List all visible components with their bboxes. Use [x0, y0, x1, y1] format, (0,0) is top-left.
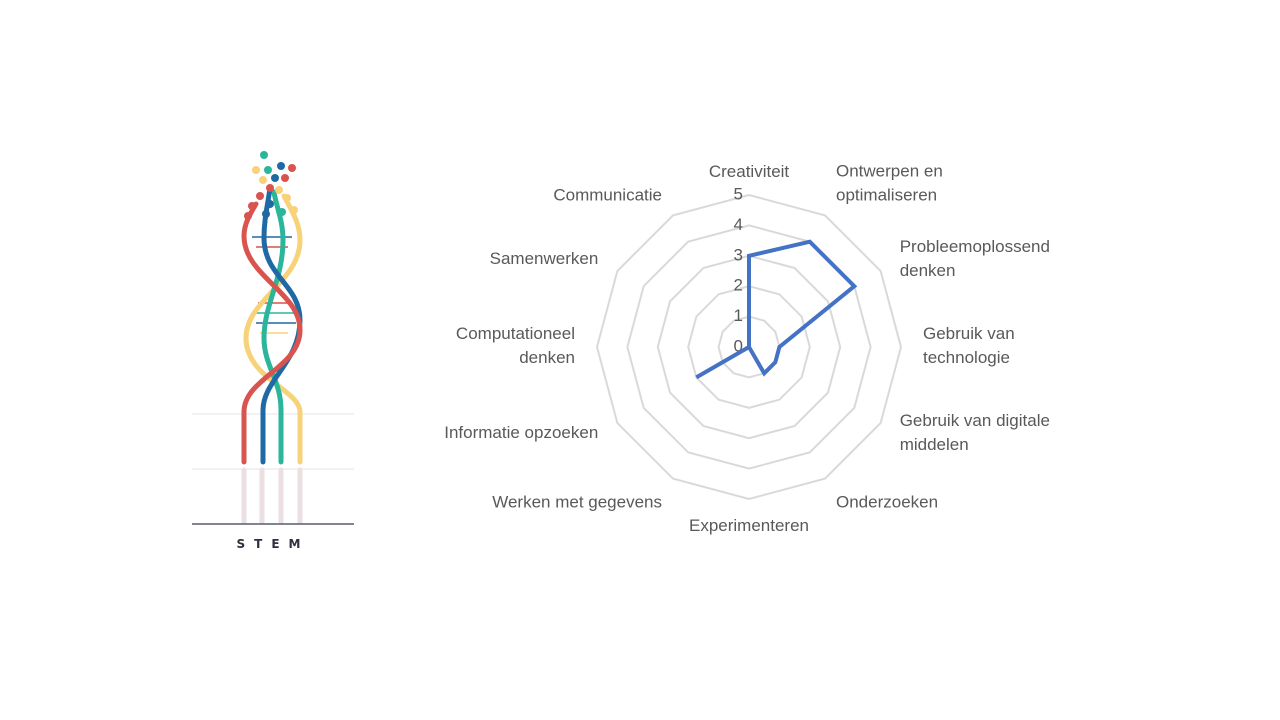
radar-series-line	[695, 239, 858, 380]
logo-dot	[264, 166, 272, 174]
logo-dot	[283, 194, 291, 202]
logo-dot	[275, 186, 283, 194]
logo-dot	[256, 192, 264, 200]
radar-grid-ring	[656, 254, 842, 440]
radar-category-label: Experimenteren	[689, 516, 809, 535]
logo-dot	[259, 176, 267, 184]
logo-helix	[192, 151, 354, 525]
radar-tick-label: 4	[734, 215, 743, 234]
radar-grid-ring	[717, 315, 781, 379]
logo-dot	[288, 164, 296, 172]
radar-category-label: Werken met gegevens	[492, 493, 662, 512]
radar-tick-label: 3	[734, 245, 743, 264]
radar-category-label: Creativiteit	[709, 162, 790, 181]
logo-dot	[252, 166, 260, 174]
radar-category-label: Informatie opzoeken	[444, 423, 598, 442]
stem-logo-label: STEM	[236, 537, 310, 551]
logo-dot	[260, 151, 268, 159]
radar-category-label: Onderzoeken	[836, 493, 938, 512]
logo-dot	[281, 174, 289, 182]
radar-ticks: 0 1 2 3 4 5	[734, 184, 743, 355]
logo-dot	[262, 210, 270, 218]
radar-category-label: Samenwerken	[490, 249, 599, 268]
logo-dot	[271, 174, 279, 182]
radar-tick-label: 2	[734, 276, 743, 295]
radar-grid-ring	[687, 285, 811, 409]
logo-dot	[266, 184, 274, 192]
logo-strand	[243, 193, 303, 465]
radar-tick-label: 5	[734, 184, 743, 203]
logo-dot	[290, 206, 298, 214]
radar-tick-label: 1	[734, 306, 743, 325]
logo-dot	[266, 200, 274, 208]
logo-dot	[248, 202, 256, 210]
radar-grid-ring	[595, 193, 903, 501]
logo-dot	[244, 212, 252, 220]
logo-dot	[278, 208, 286, 216]
logo-dot	[277, 162, 285, 170]
logo-strand	[260, 185, 303, 465]
radar-tick-label: 0	[734, 336, 743, 355]
radar-category-label: Communicatie	[553, 186, 662, 205]
logo-strand	[241, 201, 303, 465]
